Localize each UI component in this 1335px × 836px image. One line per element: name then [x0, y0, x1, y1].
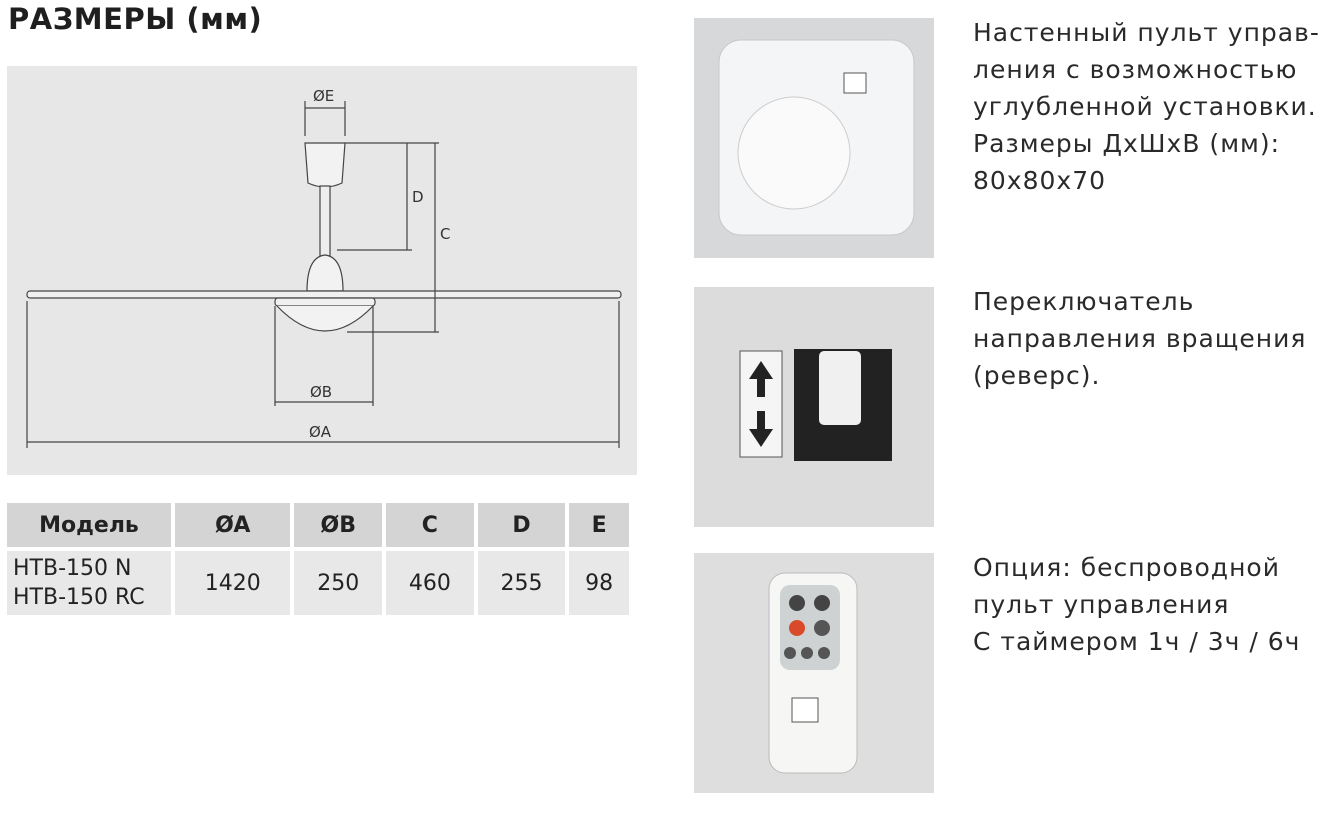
- cell-e: 98: [569, 547, 629, 615]
- header-model: Модель: [7, 503, 171, 547]
- header-d: D: [477, 503, 566, 547]
- cell-model: HTB-150 N HTB-150 RC: [7, 547, 171, 615]
- label-c: C: [440, 225, 450, 243]
- fan-drawing: ØE D C ØB ØA: [26, 87, 622, 448]
- reverse-switch-description: Переключатель направления вращения (реве…: [973, 287, 1307, 390]
- cell-b: 250: [294, 547, 383, 615]
- model-name: HTB-150 RC: [13, 585, 145, 610]
- wall-controller-photo: [694, 18, 934, 258]
- cell-d: 255: [477, 547, 566, 615]
- header-a: ØA: [175, 503, 291, 547]
- remote-control-photo: [694, 553, 934, 793]
- header-e: E: [569, 503, 629, 547]
- wall-controller-description: Настенный пульт управ- ления с возможнос…: [973, 18, 1320, 195]
- dimensions-table: Модель ØA ØB C D E HTB-150 N HTB-150 RC 1…: [3, 503, 633, 615]
- label-e: ØE: [313, 87, 334, 105]
- table-header-row: Модель ØA ØB C D E: [7, 503, 629, 547]
- label-b: ØB: [310, 383, 332, 401]
- model-name: HTB-150 N: [13, 556, 132, 581]
- cell-c: 460: [386, 547, 474, 615]
- reverse-switch-photo: [694, 287, 934, 527]
- remote-control-description: Опция: беспроводной пульт управления С т…: [973, 553, 1301, 656]
- cell-a: 1420: [175, 547, 291, 615]
- label-a: ØA: [309, 423, 332, 441]
- fan-dimension-diagram: ØE D C ØB ØA: [7, 66, 637, 475]
- page-title: РАЗМЕРЫ (мм): [8, 2, 263, 36]
- table-row: HTB-150 N HTB-150 RC 1420 250 460 255 98: [7, 547, 629, 615]
- label-d: D: [412, 188, 424, 206]
- header-c: C: [386, 503, 474, 547]
- header-b: ØB: [294, 503, 383, 547]
